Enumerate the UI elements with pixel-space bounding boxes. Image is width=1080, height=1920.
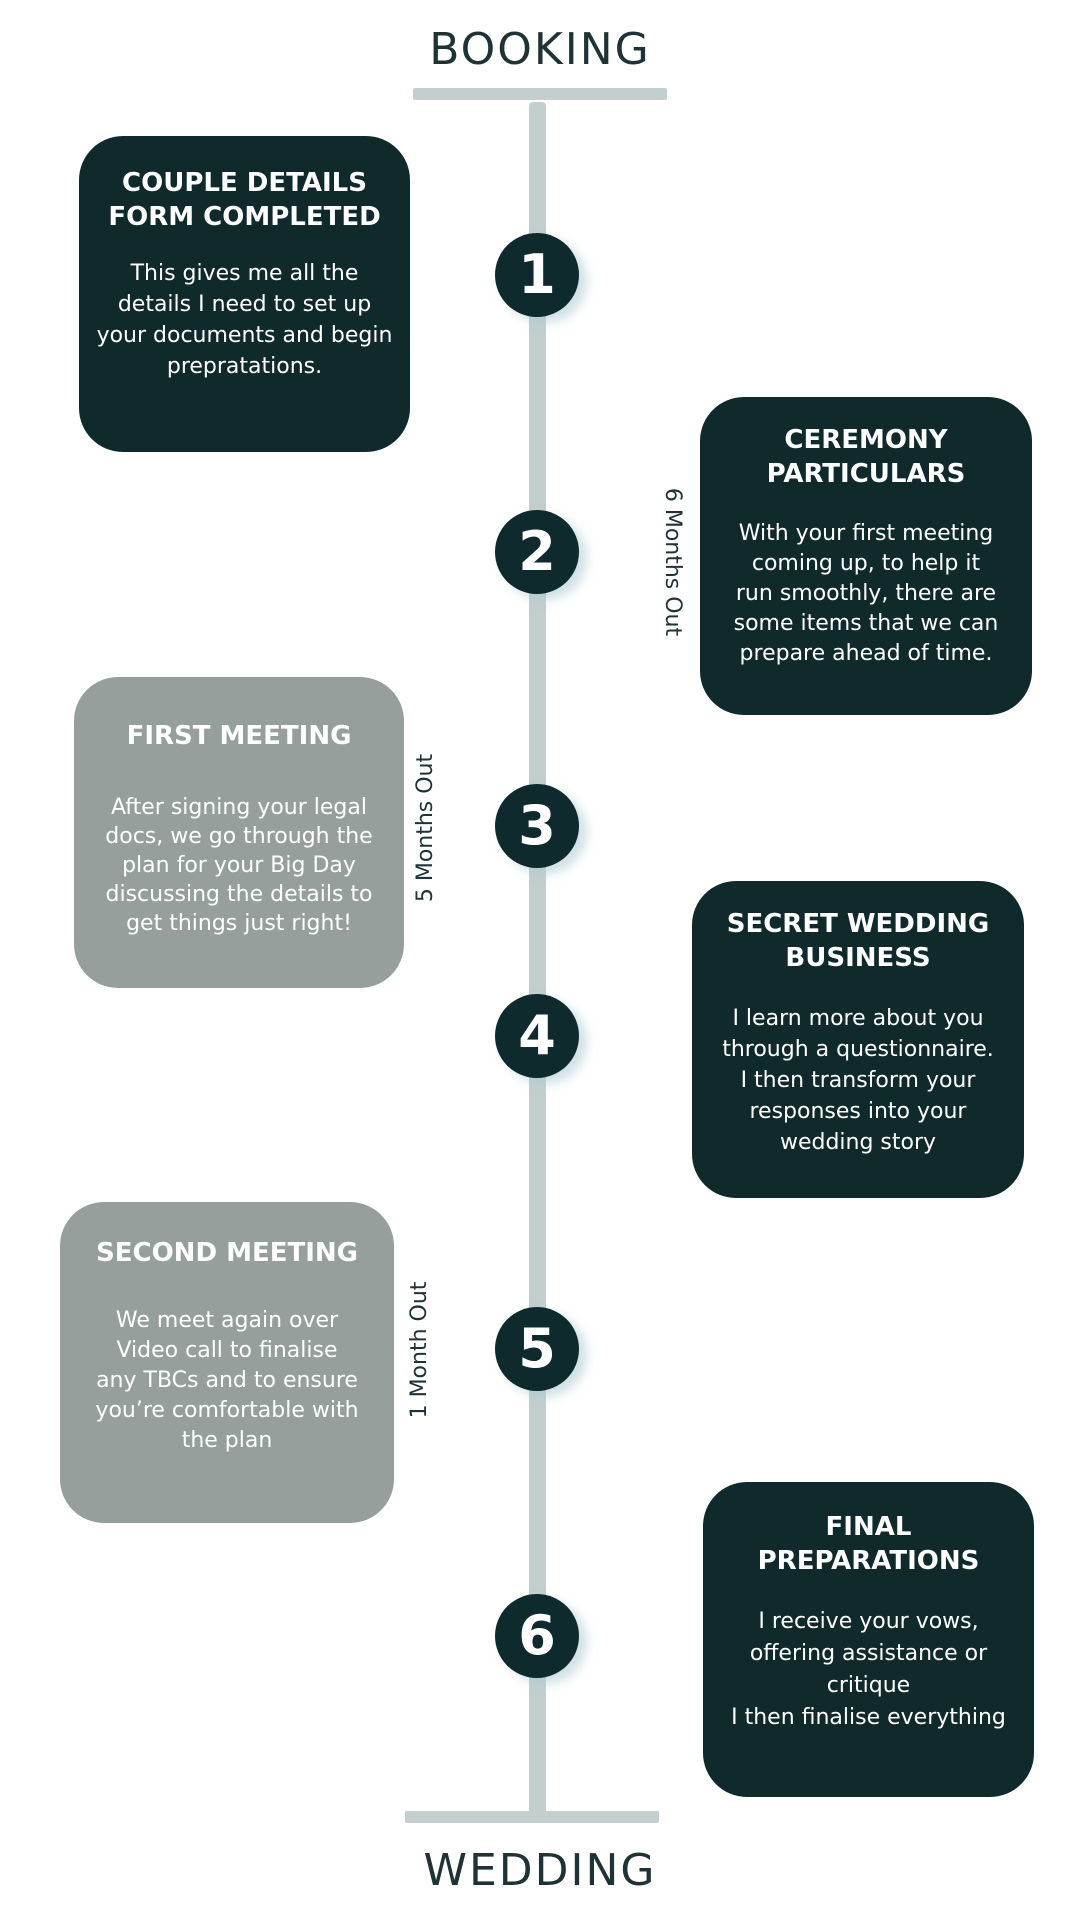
timeline-line bbox=[529, 102, 546, 1814]
step-title: COUPLE DETAILS FORM COMPLETED bbox=[108, 168, 381, 232]
step-card-secret-wedding-business: SECRET WEDDING BUSINESS I learn more abo… bbox=[692, 881, 1024, 1198]
step-description: After signing your legal docs, we go thr… bbox=[105, 795, 373, 936]
top-bar bbox=[413, 88, 667, 100]
step-number-5: 5 bbox=[495, 1307, 579, 1391]
step-number-6: 6 bbox=[495, 1594, 579, 1678]
step-number-3: 3 bbox=[495, 784, 579, 868]
step-number-2: 2 bbox=[495, 510, 579, 594]
step-title: SECOND MEETING bbox=[96, 1238, 358, 1268]
step-title: FINAL PREPARATIONS bbox=[757, 1512, 980, 1576]
bottom-bar bbox=[405, 1811, 659, 1823]
step-description: With your first meeting coming up, to he… bbox=[733, 521, 999, 666]
step-description: We meet again over Video call to finalis… bbox=[95, 1308, 359, 1453]
step-description: I receive your vows, offering assistance… bbox=[731, 1609, 1006, 1730]
step-description: I learn more about you through a questio… bbox=[722, 1006, 994, 1155]
step-title: SECRET WEDDING BUSINESS bbox=[726, 909, 990, 973]
time-label-6-months: 6 Months Out bbox=[660, 487, 685, 637]
time-label-5-months: 5 Months Out bbox=[413, 753, 438, 903]
step-number-1: 1 bbox=[495, 233, 579, 317]
step-card-couple-details: COUPLE DETAILS FORM COMPLETED This gives… bbox=[79, 136, 410, 452]
step-title: FIRST MEETING bbox=[126, 721, 352, 751]
step-number-4: 4 bbox=[495, 994, 579, 1078]
time-label-1-month: 1 Month Out bbox=[407, 1281, 432, 1419]
booking-heading: BOOKING bbox=[429, 24, 651, 75]
step-card-ceremony-particulars: CEREMONY PARTICULARS With your first mee… bbox=[700, 397, 1032, 715]
step-card-second-meeting: SECOND MEETING We meet again over Video … bbox=[60, 1202, 394, 1523]
wedding-heading: WEDDING bbox=[423, 1845, 657, 1896]
step-card-first-meeting: FIRST MEETING After signing your legal d… bbox=[74, 677, 404, 988]
step-title: CEREMONY PARTICULARS bbox=[766, 425, 966, 489]
step-card-final-preparations: FINAL PREPARATIONS I receive your vows, … bbox=[703, 1482, 1034, 1797]
step-description: This gives me all the details I need to … bbox=[96, 261, 393, 379]
